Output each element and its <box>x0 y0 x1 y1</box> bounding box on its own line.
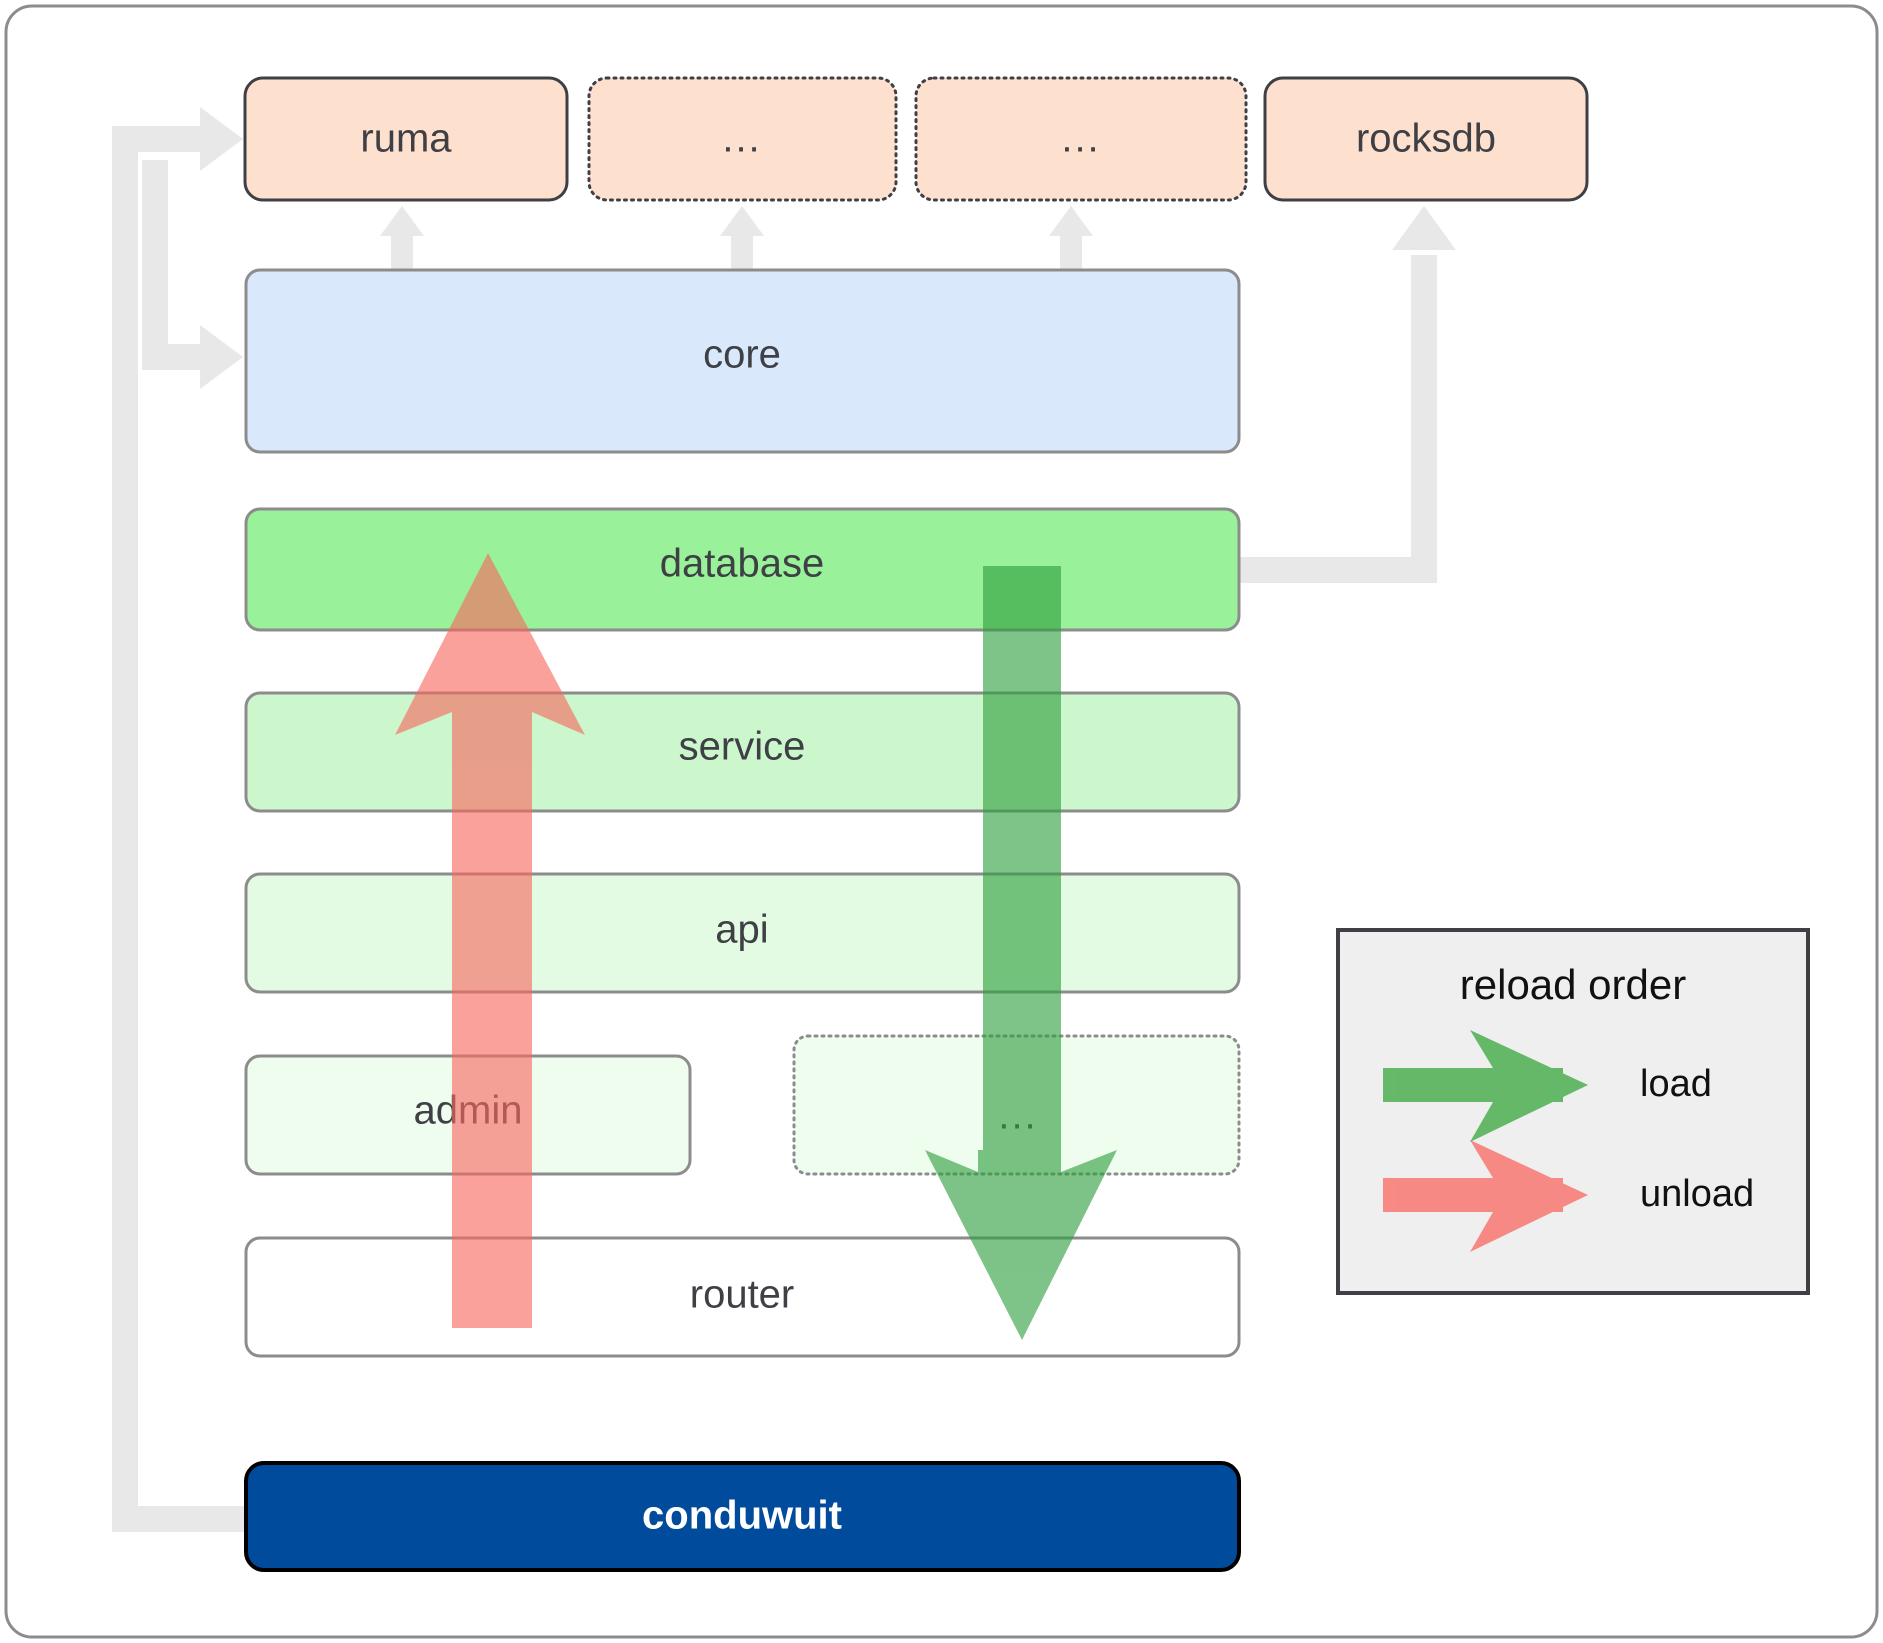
dependency-box-ruma[interactable]: ruma <box>243 76 569 202</box>
legend-title: reload order <box>1460 961 1686 1008</box>
flow-arrow-load <box>925 566 1117 1340</box>
dependency-box-rocksdb[interactable]: rocksdb <box>1263 76 1589 202</box>
dependency-box-etc-1[interactable]: ... <box>587 76 898 202</box>
right-arrow-icon <box>1383 1140 1588 1252</box>
legend-entry-load: load <box>1383 1030 1712 1142</box>
layer-label-router: router <box>690 1273 795 1317</box>
layer-service[interactable]: service <box>244 691 1241 813</box>
dependency-label-ruma: ruma <box>360 117 452 161</box>
legend-panel <box>1336 928 1810 1295</box>
layer-label-service: service <box>679 725 806 769</box>
layer-database[interactable]: database <box>244 507 1241 632</box>
app-label-conduwuit: conduwuit <box>642 1494 842 1538</box>
connector-core-to-ruma <box>380 206 424 274</box>
flow-arrow-unload <box>395 553 585 1328</box>
dependency-label-etc-2: ... <box>1061 117 1100 161</box>
dependency-row: ruma ... ... rocksdb <box>243 76 1589 202</box>
canvas-frame <box>4 4 1879 1639</box>
legend-entry-unload: unload <box>1383 1140 1754 1252</box>
connector-core-to-etc-2 <box>1049 206 1093 274</box>
layer-label-database: database <box>660 542 825 586</box>
layer-core[interactable]: core <box>244 268 1241 454</box>
dependency-label-rocksdb: rocksdb <box>1356 117 1496 161</box>
layer-label-core: core <box>703 333 781 377</box>
connector-conduwuit-to-ruma <box>112 126 246 1532</box>
connector-arrowhead-ruma <box>200 107 243 171</box>
legend-label-unload: unload <box>1640 1173 1754 1215</box>
connector-group <box>112 107 1456 1532</box>
connector-core-to-etc-1 <box>720 206 764 274</box>
layer-label-api: api <box>715 908 768 952</box>
connector-database-to-rocksdb <box>1239 255 1437 583</box>
legend: reload order load unload <box>1336 928 1810 1295</box>
app-box-conduwuit[interactable]: conduwuit <box>244 1461 1241 1572</box>
connector-arrowhead-core <box>200 325 243 389</box>
dependency-box-etc-2[interactable]: ... <box>914 76 1248 202</box>
layer-router[interactable]: router <box>244 1236 1241 1358</box>
legend-label-load: load <box>1640 1063 1712 1105</box>
layer-api[interactable]: api <box>244 872 1241 994</box>
dependency-label-etc-1: ... <box>722 117 761 161</box>
right-arrow-icon <box>1383 1030 1588 1142</box>
connector-conduwuit-to-core <box>142 160 205 370</box>
connector-arrowhead-rocksdb <box>1392 206 1456 250</box>
